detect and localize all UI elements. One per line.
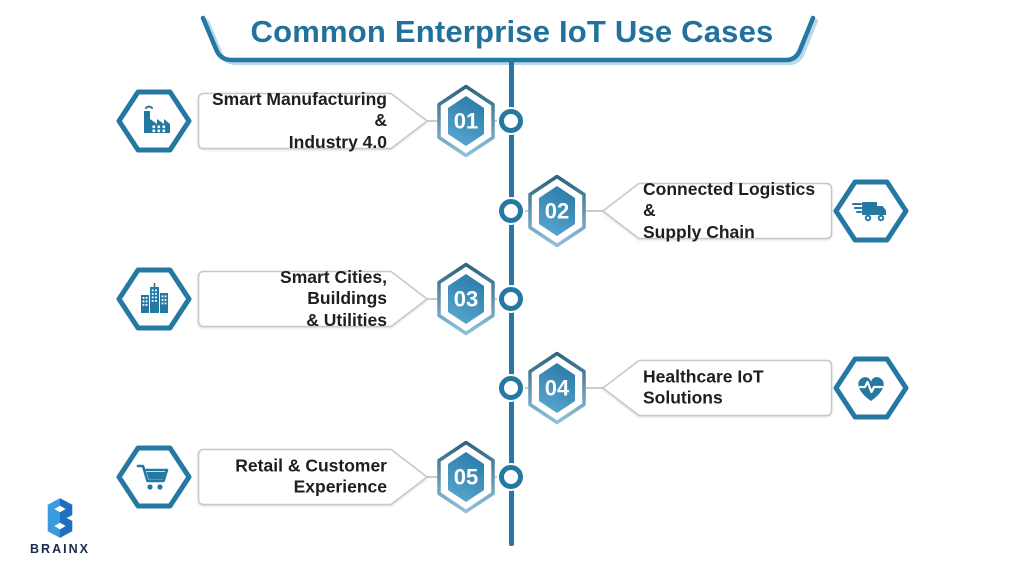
usecase-label: Healthcare IoT Solutions: [643, 366, 764, 408]
usecase-label: Connected Logistics & Supply Chain: [643, 178, 816, 242]
heart-pulse-icon: [832, 354, 910, 422]
usecase-label-banner: Retail & Customer Experience: [197, 448, 429, 506]
usecase-number: 04: [545, 376, 570, 401]
timeline-node: [499, 287, 523, 311]
number-hexagon: 02: [526, 174, 588, 248]
timeline-node: [499, 109, 523, 133]
usecase-number: 01: [454, 109, 478, 134]
timeline-node: [499, 376, 523, 400]
usecase-label-banner: Connected Logistics & Supply Chain: [601, 178, 833, 242]
city-buildings-icon: [115, 265, 193, 333]
number-hexagon: 05: [435, 440, 497, 514]
usecase-label: Smart Manufacturing & Industry 4.0: [211, 88, 387, 152]
number-hexagon: 04: [526, 351, 588, 425]
delivery-truck-icon: [832, 177, 910, 245]
brainx-logo-icon: [47, 498, 73, 538]
usecase-label: Smart Cities, Buildings & Utilities: [280, 266, 387, 330]
number-hexagon: 03: [435, 262, 497, 336]
usecase-label: Retail & Customer Experience: [235, 455, 387, 497]
usecase-number: 05: [454, 465, 478, 490]
usecase-label-banner: Smart Manufacturing & Industry 4.0: [197, 88, 429, 152]
usecase-label-banner: Smart Cities, Buildings & Utilities: [197, 266, 429, 330]
usecase-number: 03: [454, 287, 478, 312]
page-title: Common Enterprise IoT Use Cases: [250, 14, 774, 49]
usecase-label-banner: Healthcare IoT Solutions: [601, 359, 833, 417]
timeline-node: [499, 465, 523, 489]
factory-icon: [115, 87, 193, 155]
shopping-cart-icon: [115, 443, 193, 511]
number-hexagon: 01: [435, 84, 497, 158]
timeline-node: [499, 199, 523, 223]
usecase-number: 02: [545, 199, 569, 224]
brainx-logo: BRAINX: [24, 497, 96, 556]
brainx-logo-text: BRAINX: [30, 542, 90, 556]
